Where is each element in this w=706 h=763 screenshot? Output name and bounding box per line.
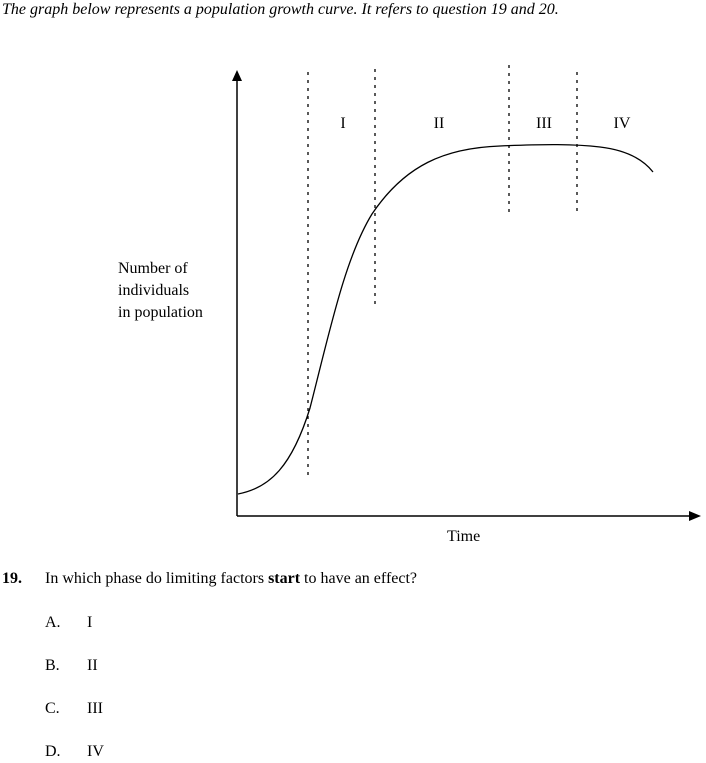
question-text-bold: start [268,570,301,587]
option-b[interactable]: B. II [45,657,98,675]
growth-curve [237,143,654,495]
phase-label-iv: IV [614,115,631,132]
option-c-letter: C. [45,700,60,717]
question-text: In which phase do limiting factors start… [45,570,417,587]
y-axis-label-line-1: Number of [118,260,188,277]
x-axis-label: Time [447,528,481,545]
option-a-text: I [87,614,93,631]
y-axis-arrow [232,70,242,81]
option-b-letter: B. [45,657,60,674]
option-b-text: II [87,657,98,674]
question-text-after: to have an effect? [300,570,418,587]
question-19: 19. In which phase do limiting factors st… [2,570,417,588]
option-d[interactable]: D. IV [45,743,104,761]
question-text-before: In which phase do limiting factors [45,570,269,587]
y-axis-label-line-2: individuals [118,282,190,299]
option-a[interactable]: A. I [45,614,92,632]
intro-text: The graph below represents a population … [2,1,559,18]
option-d-letter: D. [45,743,61,760]
x-axis-arrow [689,511,701,521]
phase-label-i: I [340,115,345,132]
option-a-letter: A. [45,614,61,631]
question-number: 19. [2,570,22,587]
phase-label-ii: II [434,115,445,132]
option-c[interactable]: C. III [45,700,103,718]
y-axis-label: Number of individuals in population [118,258,203,324]
option-c-text: III [87,700,103,717]
population-growth-graph: I II III IV [232,65,701,521]
phase-label-iii: III [536,115,552,132]
option-d-text: IV [87,743,104,760]
y-axis-label-line-3: in population [118,304,203,321]
